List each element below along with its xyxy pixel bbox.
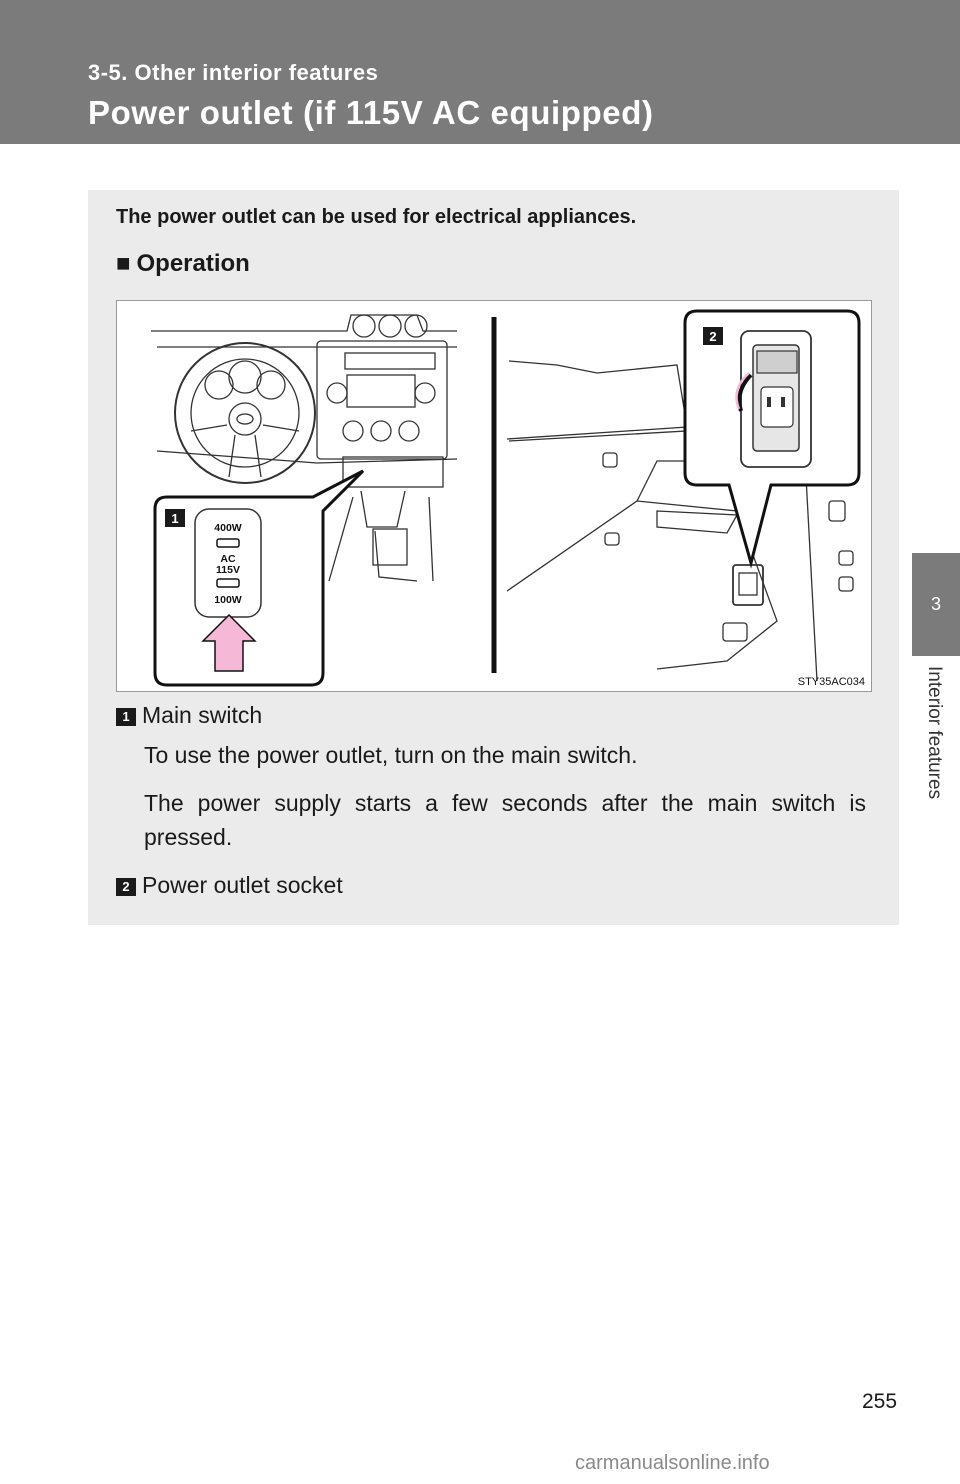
item-desc-line: The power supply starts a few seconds af…	[144, 790, 866, 850]
switch-label-400w: 400W	[214, 522, 242, 534]
item-main-switch: 1 Main switch	[116, 702, 262, 729]
header-band: 3-5. Other interior features Power outle…	[0, 0, 960, 144]
item-title-main-switch: Main switch	[142, 702, 263, 728]
intro-text: The power outlet can be used for electri…	[116, 206, 637, 228]
switch-label-115v: 115V	[216, 564, 240, 576]
subheading-text: Operation	[136, 250, 250, 277]
item-title-outlet-socket: Power outlet socket	[142, 872, 343, 898]
item-desc-line: To use the power outlet, turn on the mai…	[144, 742, 638, 768]
square-bullet-icon: ■	[116, 250, 131, 277]
open-cover-arrow-icon	[735, 372, 750, 410]
callout-1-text: 1	[171, 511, 178, 526]
press-arrow-icon	[201, 613, 257, 672]
item-badge-2: 2	[116, 878, 136, 896]
switch-label-100w: 100W	[214, 594, 242, 606]
callout-badge-2	[703, 327, 723, 345]
subheading: ■Operation	[116, 250, 250, 278]
section-label: 3-5. Other interior features	[88, 60, 379, 85]
illustration-drawing: 1 2 400W AC 115V 100W STY35AC034	[151, 309, 865, 688]
illustration: 1 2 400W AC 115V 100W STY35AC034	[116, 300, 872, 692]
item-outlet-socket: 2 Power outlet socket	[116, 872, 343, 899]
page-title: Power outlet (if 115V AC equipped)	[88, 94, 654, 131]
callout-2-text: 2	[709, 329, 716, 344]
item-badge-1: 1	[116, 708, 136, 726]
watermark: carmanualsonline.info	[575, 1452, 770, 1474]
illustration-code: STY35AC034	[798, 676, 865, 688]
page-number: 255	[862, 1390, 898, 1413]
switch-label-ac: AC	[220, 553, 236, 565]
callout-badge-1	[165, 509, 185, 527]
chapter-label: Interior features	[924, 666, 945, 800]
chapter-number: 3	[930, 594, 941, 614]
chapter-tab[interactable]: 3	[912, 553, 960, 656]
